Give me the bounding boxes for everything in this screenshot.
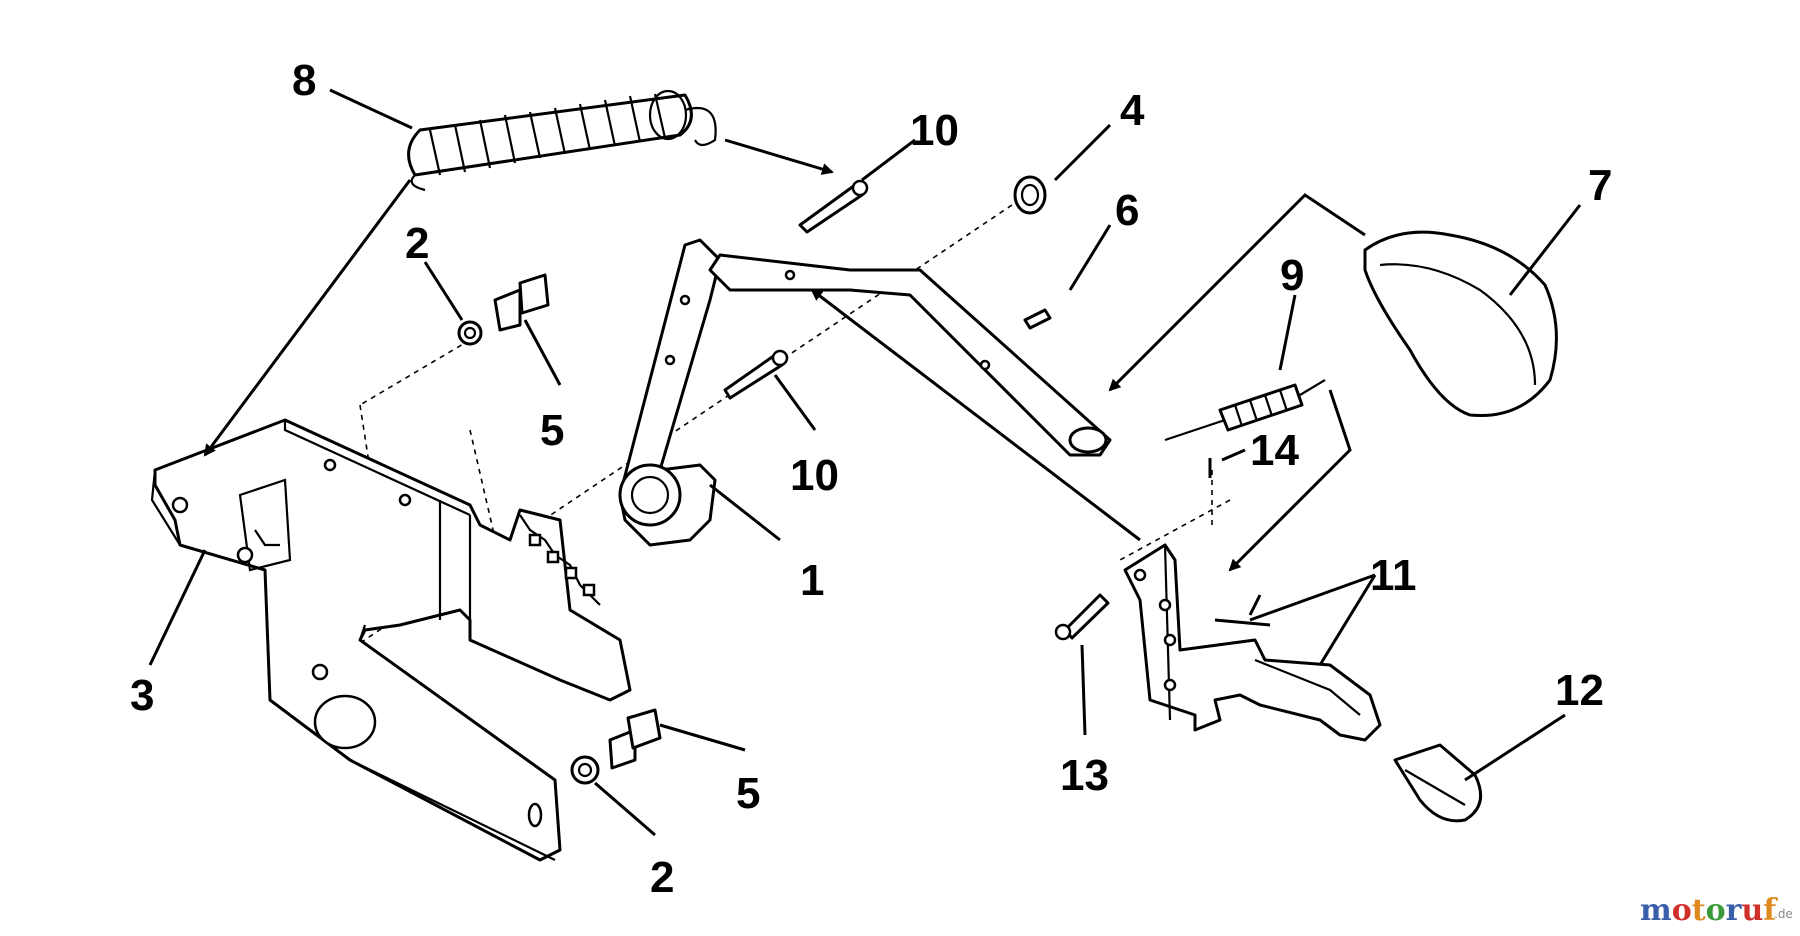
watermark-text: motoruf [1640, 893, 1778, 928]
pedal-arm [618, 238, 1112, 547]
watermark-suffix: .de [1774, 907, 1793, 921]
assembly-arrows [203, 138, 1366, 572]
extension-spring [407, 89, 717, 192]
small-hardware [457, 175, 1212, 785]
return-spring [1164, 379, 1326, 442]
callout-7: 7 [1588, 161, 1612, 210]
callout-10: 10 [910, 106, 959, 155]
callout-5: 5 [540, 406, 564, 455]
callout-6: 6 [1115, 186, 1139, 235]
callout-8: 8 [292, 56, 316, 105]
callout-2: 2 [650, 853, 674, 902]
callout-2: 2 [405, 219, 429, 268]
callout-13: 13 [1060, 751, 1109, 800]
mounting-bracket [150, 418, 632, 862]
watermark-logo: motoruf .de [1640, 893, 1793, 928]
callout-3: 3 [130, 671, 154, 720]
callout-5: 5 [736, 769, 760, 818]
callout-9: 9 [1280, 251, 1304, 300]
callout-leaders [148, 88, 1582, 837]
callout-4: 4 [1120, 86, 1145, 135]
callout-12: 12 [1555, 666, 1604, 715]
callout-1: 1 [800, 556, 824, 605]
callout-10: 10 [790, 451, 839, 500]
lever-bracket [1123, 543, 1382, 742]
pedal-pad [1363, 230, 1558, 418]
callout-14: 14 [1250, 426, 1299, 475]
lever-grip [1393, 743, 1483, 823]
callout-numbers: 8 10 4 6 7 9 2 5 10 14 3 1 11 12 5 13 2 [130, 56, 1612, 902]
callout-11: 11 [1370, 551, 1417, 600]
